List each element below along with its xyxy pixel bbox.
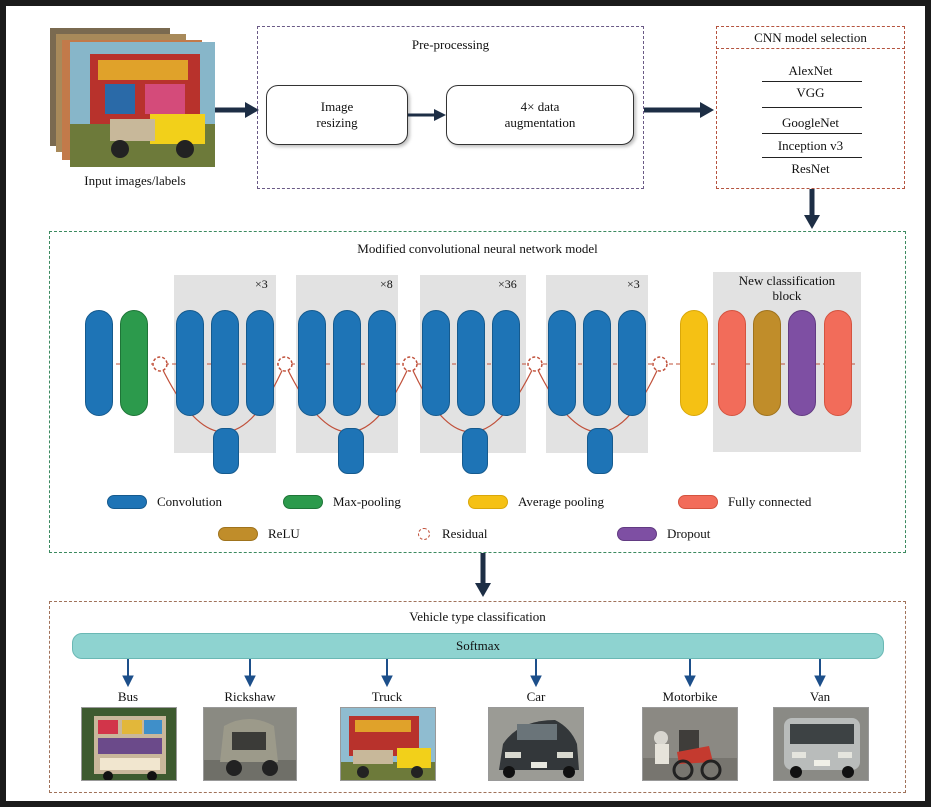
legend-average-pooling: Average pooling bbox=[468, 494, 604, 510]
legend-swatch bbox=[418, 528, 430, 540]
legend-label: Residual bbox=[442, 526, 488, 541]
shortcut-conv bbox=[587, 428, 613, 474]
motorbike-image bbox=[642, 707, 738, 781]
legend-residual: Residual bbox=[418, 526, 488, 542]
model-googlenet: GoogleNet bbox=[781, 115, 840, 130]
conv-layer bbox=[176, 310, 204, 416]
model-divider bbox=[762, 157, 862, 158]
conv-layer bbox=[583, 310, 611, 416]
input-caption: Input images/labels bbox=[84, 173, 186, 188]
softmax-bar: Softmax bbox=[72, 633, 884, 659]
arrow-preprocessing-to-selection bbox=[644, 102, 714, 118]
rickshaw-image bbox=[203, 707, 297, 781]
fully-connected-layer bbox=[718, 310, 746, 416]
legend-convolution: Convolution bbox=[107, 494, 222, 510]
conv-layer bbox=[246, 310, 274, 416]
class-label-motorbike: Motorbike bbox=[662, 689, 718, 704]
classification-panel bbox=[49, 601, 906, 793]
preprocessing-panel bbox=[257, 26, 644, 189]
class-label-truck: Truck bbox=[371, 689, 403, 704]
image-resizing-box: Image resizing bbox=[266, 85, 408, 145]
legend-swatch bbox=[617, 527, 657, 541]
arrow-input-to-preprocessing bbox=[215, 102, 259, 118]
shortcut-conv bbox=[338, 428, 364, 474]
stage-multiplier: ×36 bbox=[498, 277, 517, 291]
stage-multiplier: ×8 bbox=[380, 277, 393, 291]
legend-swatch bbox=[218, 527, 258, 541]
cnn-selection-title: CNN model selection bbox=[754, 30, 867, 45]
van-image bbox=[773, 707, 869, 781]
conv-layer bbox=[298, 310, 326, 416]
conv-layer bbox=[457, 310, 485, 416]
model-divider bbox=[762, 107, 862, 108]
legend-label: Dropout bbox=[667, 526, 711, 541]
class-label-car: Car bbox=[526, 689, 546, 704]
arrow-network-to-classification bbox=[475, 553, 491, 597]
avgpool-layer bbox=[680, 310, 708, 416]
class-label-bus: Bus bbox=[117, 689, 139, 704]
legend-dropout: Dropout bbox=[617, 526, 710, 542]
legend-max-pooling: Max-pooling bbox=[283, 494, 401, 510]
model-alexnet: AlexNet bbox=[788, 63, 833, 78]
arrow-selection-to-network bbox=[804, 189, 820, 229]
model-resnet: ResNet bbox=[791, 161, 830, 176]
network-title: Modified convolutional neural network mo… bbox=[357, 241, 598, 256]
conv-layer bbox=[492, 310, 520, 416]
conv-layer bbox=[548, 310, 576, 416]
model-vgg: VGG bbox=[796, 85, 825, 100]
legend-relu: ReLU bbox=[218, 526, 300, 542]
conv-layer bbox=[422, 310, 450, 416]
legend-swatch bbox=[107, 495, 147, 509]
conv-layer bbox=[211, 310, 239, 416]
car-image bbox=[488, 707, 584, 781]
maxpool-layer bbox=[120, 310, 148, 416]
data-augmentation-box: 4× data augmentation bbox=[446, 85, 634, 145]
legend-label: Convolution bbox=[157, 494, 223, 509]
fully-connected-layer bbox=[824, 310, 852, 416]
stage-multiplier: ×3 bbox=[255, 277, 268, 291]
shortcut-conv bbox=[462, 428, 488, 474]
model-divider bbox=[762, 81, 862, 82]
truck-image bbox=[340, 707, 436, 781]
network-panel bbox=[49, 231, 906, 553]
relu-layer bbox=[753, 310, 781, 416]
classification-title: Vehicle type classification bbox=[409, 609, 546, 624]
legend-fully-connected: Fully connected bbox=[678, 494, 811, 510]
conv-layer bbox=[85, 310, 113, 416]
legend-label: Average pooling bbox=[518, 494, 605, 509]
stage-multiplier: ×3 bbox=[627, 277, 640, 291]
new-block-title: New classification block bbox=[738, 273, 836, 303]
dropout-layer bbox=[788, 310, 816, 416]
cnn-model-list: AlexNet VGG GoogleNet Inception v3 ResNe… bbox=[716, 48, 905, 188]
model-inception-v3: Inception v3 bbox=[777, 138, 844, 153]
legend-label: Fully connected bbox=[728, 494, 812, 509]
legend-label: Max-pooling bbox=[333, 494, 401, 509]
class-label-van: Van bbox=[809, 689, 831, 704]
conv-layer bbox=[333, 310, 361, 416]
model-divider bbox=[762, 133, 862, 134]
legend-swatch bbox=[678, 495, 718, 509]
shortcut-conv bbox=[213, 428, 239, 474]
bus-image bbox=[81, 707, 177, 781]
cnn-selection-panel bbox=[716, 26, 905, 189]
legend-swatch bbox=[468, 495, 508, 509]
class-label-rickshaw: Rickshaw bbox=[224, 689, 276, 704]
preprocessing-title: Pre-processing bbox=[411, 37, 490, 52]
legend-label: ReLU bbox=[268, 526, 300, 541]
conv-layer bbox=[618, 310, 646, 416]
legend-swatch bbox=[283, 495, 323, 509]
arrow-resize-to-augment bbox=[408, 109, 446, 121]
input-image-stack bbox=[50, 24, 215, 169]
conv-layer bbox=[368, 310, 396, 416]
